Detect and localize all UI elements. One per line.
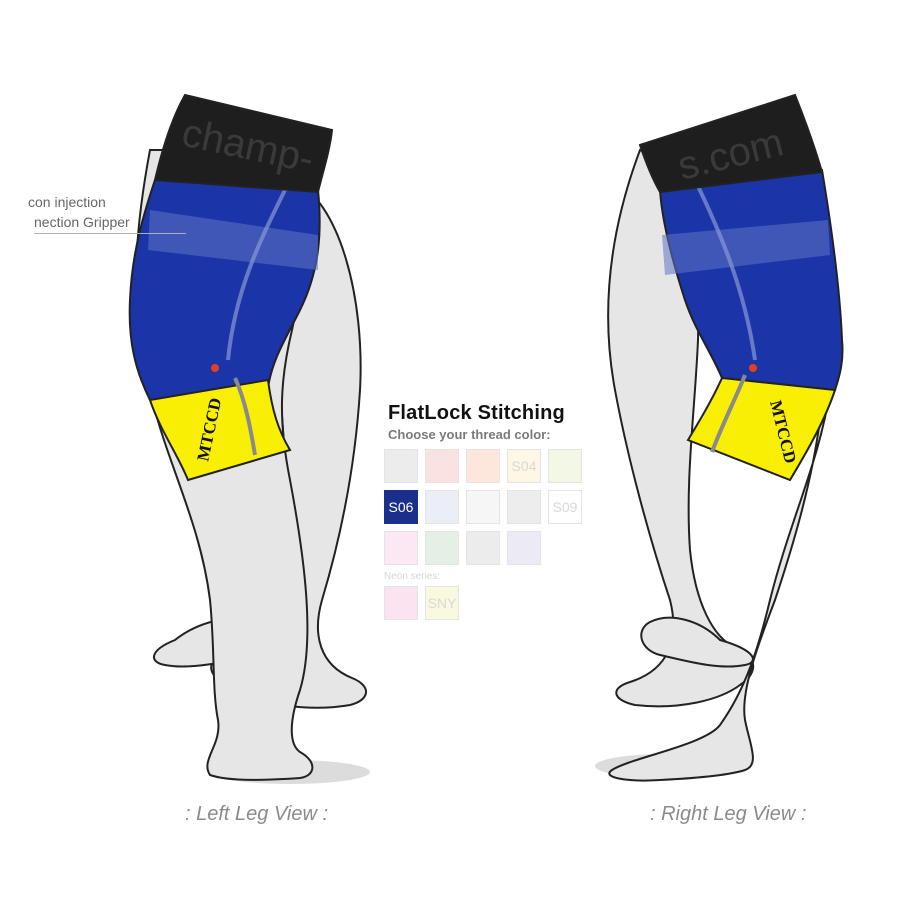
thread-swatch[interactable] (466, 449, 500, 483)
thread-swatch[interactable] (384, 586, 418, 620)
thread-swatch[interactable] (548, 449, 582, 483)
right-back-foot (640, 616, 754, 668)
thread-swatch[interactable] (425, 449, 459, 483)
left-gripper-band (148, 210, 318, 270)
gripper-callout: con injection nection Gripper (28, 192, 178, 232)
picker-subtitle: Choose your thread color: (388, 427, 551, 442)
right-knee-seam (710, 374, 747, 453)
left-sleeve-knee (148, 378, 292, 482)
right-seam (688, 169, 757, 361)
thread-swatch-s09[interactable]: S09 (548, 490, 582, 524)
thread-swatch-s06[interactable]: S06 (384, 490, 418, 524)
callout-line-1: con injection (28, 194, 106, 210)
callout-line-2: nection Gripper (34, 214, 130, 230)
thread-swatch[interactable] (507, 490, 541, 524)
right-knee-marker (749, 364, 757, 372)
neon-series-label: Neon series: (384, 571, 441, 582)
thread-swatch[interactable] (425, 490, 459, 524)
left-leg-caption: : Left Leg View : (185, 803, 329, 825)
picker-title: FlatLock Stitching (388, 402, 565, 424)
right-gripper-band (662, 220, 830, 275)
right-leg-caption: : Right Leg View : (650, 803, 807, 825)
right-sleeve-band (638, 93, 824, 194)
thread-swatch[interactable] (466, 490, 500, 524)
thread-swatch-s04[interactable]: S04 (507, 449, 541, 483)
right-back-leg (607, 148, 755, 708)
thread-swatch[interactable] (507, 531, 541, 565)
thread-swatch[interactable] (425, 531, 459, 565)
thread-swatch[interactable] (466, 531, 500, 565)
left-knee-seam (233, 377, 257, 456)
thread-swatch-sny[interactable]: SNY (425, 586, 459, 620)
thread-swatch[interactable] (384, 449, 418, 483)
left-knee-marker (211, 364, 219, 372)
left-seam (226, 179, 292, 361)
thread-color-picker: FlatLock Stitching Choose your thread co… (380, 402, 600, 442)
callout-leader-line (34, 233, 186, 234)
left-sleeve-band (153, 93, 334, 194)
thread-swatch[interactable] (384, 531, 418, 565)
right-sleeve-knee (686, 376, 837, 482)
